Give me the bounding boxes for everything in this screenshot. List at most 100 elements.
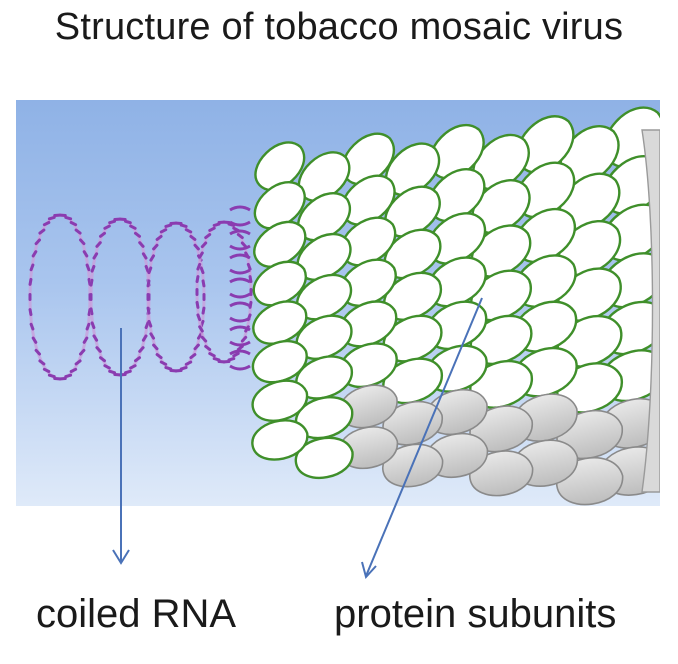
rna-base <box>152 243 159 251</box>
rna-base <box>249 288 253 296</box>
rna-strand <box>229 325 251 332</box>
rna-strand <box>229 253 251 260</box>
rna-base <box>31 250 38 258</box>
rna-base <box>34 348 41 356</box>
rna-base <box>189 234 197 241</box>
rna-base <box>204 344 212 351</box>
rna-base <box>28 277 33 286</box>
rna-base <box>147 319 153 328</box>
rna-base <box>89 278 94 287</box>
rna-base <box>99 356 106 363</box>
coat-edge-shadow <box>641 129 660 493</box>
rna-base <box>201 306 206 315</box>
rna-base <box>149 332 156 340</box>
rna-base <box>42 367 51 374</box>
coiled-rna-label: coiled RNA <box>36 592 237 636</box>
rna-base <box>193 343 200 351</box>
rna-base <box>159 360 168 366</box>
rna-strand <box>229 277 251 284</box>
rna-base <box>69 220 78 227</box>
rna-strand <box>229 340 251 347</box>
rna-base <box>90 264 96 273</box>
rna-base <box>227 222 236 227</box>
rna-base <box>53 376 62 381</box>
rna-base <box>201 279 206 288</box>
rna-base <box>146 293 150 301</box>
rna-base <box>74 359 82 366</box>
rna-base <box>89 293 93 301</box>
rna-base <box>200 241 208 249</box>
virus-illustration <box>16 100 660 506</box>
rna-base <box>95 241 102 248</box>
rna-base <box>69 367 78 374</box>
diagram-title: Structure of tobacco mosaic virus <box>54 6 624 48</box>
rna-strand <box>229 268 251 275</box>
rna-strand <box>229 364 251 371</box>
rna-base <box>199 266 205 275</box>
rna-base <box>200 335 208 343</box>
rna-base <box>85 322 91 331</box>
rna-base <box>198 325 204 333</box>
rna-strand <box>229 220 251 227</box>
protein-subunit <box>251 419 309 461</box>
rna-base <box>123 219 132 225</box>
rna-base <box>146 306 151 315</box>
rna-base <box>34 238 41 246</box>
rna-base <box>240 335 248 343</box>
rna-strand <box>229 205 251 212</box>
rna-base <box>246 262 252 271</box>
rna-base <box>232 352 240 358</box>
rna-base <box>179 223 188 228</box>
rna-base <box>134 356 141 363</box>
rna-base <box>208 226 216 232</box>
rna-base <box>103 364 111 370</box>
rna-base <box>196 313 202 322</box>
rna-base <box>129 364 137 370</box>
rna-base <box>159 228 168 234</box>
rna-base <box>108 219 117 225</box>
rna-strand <box>229 292 251 299</box>
rna-base <box>152 343 159 351</box>
rna-base <box>92 334 99 342</box>
rna-strand <box>229 229 251 236</box>
protein-subunit <box>251 379 309 422</box>
rna-base <box>103 224 111 230</box>
rna-base <box>147 266 153 275</box>
rna-base <box>90 321 96 330</box>
rna-base <box>29 322 35 331</box>
rna-base <box>28 293 32 301</box>
rna-strand <box>229 349 251 356</box>
rna-base <box>108 369 117 375</box>
rna-base <box>155 353 163 360</box>
rna-base <box>47 373 56 379</box>
rna-base <box>38 359 46 366</box>
rna-base <box>95 346 102 353</box>
rna-base <box>212 357 221 362</box>
rna-base <box>195 275 200 284</box>
rna-base <box>74 228 82 235</box>
rna-base <box>193 243 200 251</box>
rna-base <box>141 334 148 342</box>
rna-base <box>42 220 51 227</box>
rna-strand <box>229 301 251 308</box>
rna-base <box>155 234 163 241</box>
rna-base <box>138 346 145 353</box>
rna-base <box>202 293 206 301</box>
rna-base <box>85 263 91 272</box>
rna-base <box>31 336 38 344</box>
rna-base <box>164 366 173 371</box>
rna-base <box>89 307 94 316</box>
rna-base <box>138 241 145 248</box>
rna-strand <box>229 244 251 251</box>
rna-base <box>195 300 200 309</box>
rna-base <box>47 215 56 221</box>
rna-base <box>64 373 73 379</box>
rna-base <box>204 233 212 240</box>
rna-base <box>123 369 132 375</box>
rna-base <box>184 360 193 366</box>
rna-base <box>149 254 156 262</box>
rna-base <box>92 252 99 260</box>
rna-base <box>129 224 137 230</box>
rna-base <box>141 252 148 260</box>
rna-base <box>99 231 106 238</box>
